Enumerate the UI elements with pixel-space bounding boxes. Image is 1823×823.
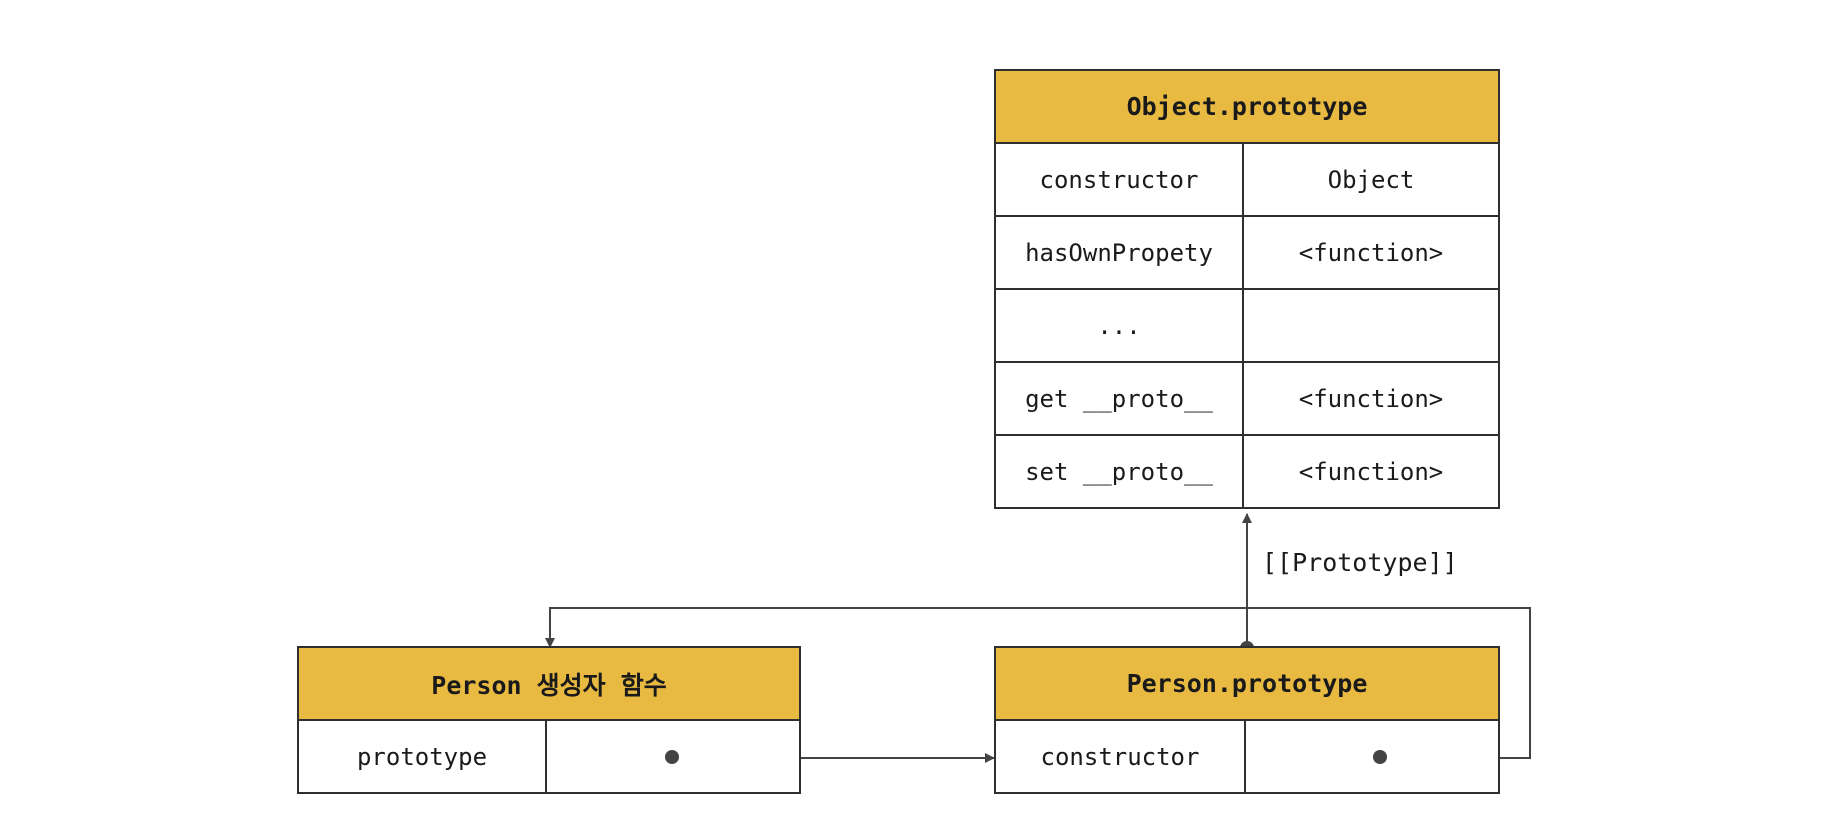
property-value — [1244, 290, 1498, 361]
property-value-pointer — [1246, 721, 1498, 792]
object-prototype-row: constructor Object — [996, 144, 1498, 215]
person-prototype-row: constructor — [996, 721, 1498, 792]
property-value: <function> — [1298, 457, 1444, 486]
object-prototype-row: set __proto__ <function> — [996, 434, 1498, 507]
person-constructor-row: prototype — [299, 721, 799, 792]
pointer-dot — [665, 749, 679, 764]
property-key: constructor — [996, 144, 1244, 215]
property-value: Object — [1327, 165, 1415, 194]
property-key: set __proto__ — [996, 436, 1244, 507]
pointer-dot — [1373, 749, 1387, 764]
person-prototype-box: Person.prototype constructor — [994, 646, 1500, 794]
property-key: ... — [996, 290, 1244, 361]
prototype-link-label: [[Prototype]] — [1262, 548, 1458, 577]
person-prototype-title: Person.prototype — [996, 648, 1498, 721]
object-prototype-row: get __proto__ <function> — [996, 361, 1498, 434]
person-constructor-title: Person 생성자 함수 — [299, 648, 799, 721]
object-prototype-box: Object.prototype constructor Object hasO… — [994, 69, 1500, 509]
property-key: constructor — [996, 721, 1246, 792]
property-value-pointer — [547, 721, 799, 792]
property-key: hasOwnPropety — [996, 217, 1244, 288]
property-value: <function> — [1298, 238, 1444, 267]
object-prototype-row: hasOwnPropety <function> — [996, 215, 1498, 288]
object-prototype-title: Object.prototype — [996, 71, 1498, 144]
person-constructor-box: Person 생성자 함수 prototype — [297, 646, 801, 794]
property-key: prototype — [299, 721, 547, 792]
property-value: <function> — [1298, 384, 1444, 413]
property-key: get __proto__ — [996, 363, 1244, 434]
object-prototype-row: ... — [996, 288, 1498, 361]
